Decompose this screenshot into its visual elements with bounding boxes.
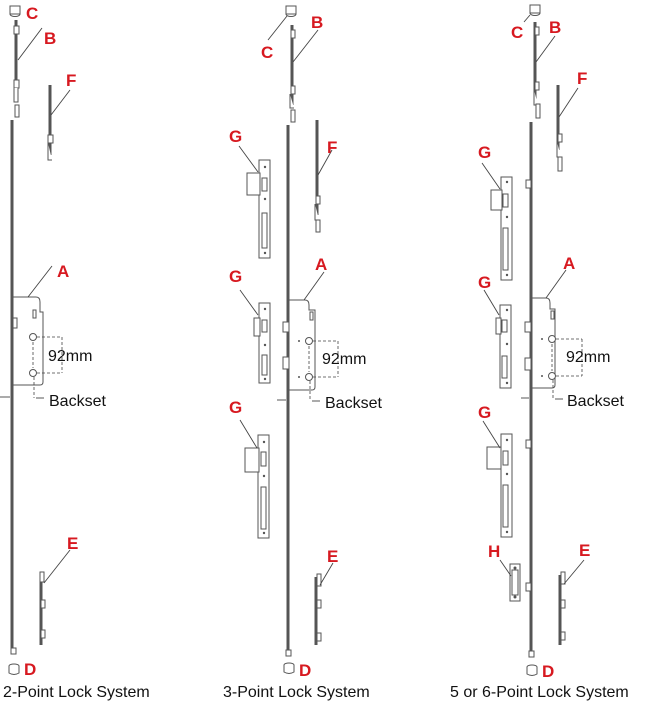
label-d: D	[24, 660, 36, 679]
strike-g3	[244, 434, 270, 539]
backset-label: Backset	[325, 395, 382, 412]
label-c: C	[261, 43, 273, 62]
label-c: C	[26, 4, 38, 23]
label-b: B	[44, 29, 56, 48]
dimension-92mm: 92mm	[48, 348, 92, 365]
label-b: B	[311, 13, 323, 32]
label-e: E	[579, 541, 590, 560]
rod-f	[314, 120, 321, 233]
rod-e	[314, 573, 322, 645]
label-g: G	[478, 403, 491, 422]
strike-g2	[253, 302, 271, 384]
cap-c-icon	[285, 5, 297, 17]
label-e: E	[327, 547, 338, 566]
strike-g2	[495, 304, 512, 389]
dimension-92mm: 92mm	[322, 351, 366, 368]
label-b: B	[549, 18, 561, 37]
rod-f	[47, 85, 54, 161]
label-g: G	[229, 398, 242, 417]
cap-d-icon	[8, 663, 20, 675]
backset-label: Backset	[567, 393, 624, 410]
label-e: E	[67, 534, 78, 553]
rod-e	[39, 571, 46, 645]
cap-d-icon	[283, 662, 295, 674]
label-g: G	[229, 267, 242, 286]
rod-b	[533, 22, 541, 119]
caption-5-6-point: 5 or 6-Point Lock System	[450, 684, 629, 701]
label-a: A	[315, 255, 327, 274]
panel-5-6-point: C B F G	[450, 4, 629, 701]
label-h: H	[488, 542, 500, 561]
rod-e	[558, 571, 566, 645]
label-f: F	[66, 71, 76, 90]
keep-h	[509, 563, 521, 602]
panel-3-point: C B F G	[223, 5, 382, 701]
label-g: G	[229, 127, 242, 146]
label-a: A	[563, 254, 575, 273]
label-a: A	[57, 262, 69, 281]
label-d: D	[542, 662, 554, 681]
panel-2-point: C B F	[0, 4, 150, 701]
strike-g3	[486, 433, 513, 538]
backset-label: Backset	[49, 393, 106, 410]
cap-c-icon	[529, 4, 541, 16]
gearbox-a	[282, 299, 339, 402]
label-c: C	[511, 23, 523, 42]
label-f: F	[327, 138, 337, 157]
cap-d-icon	[526, 664, 538, 676]
label-g: G	[478, 273, 491, 292]
dimension-92mm: 92mm	[566, 349, 610, 366]
label-f: F	[577, 69, 587, 88]
strike-g1	[246, 159, 271, 259]
caption-3-point: 3-Point Lock System	[223, 684, 370, 701]
gearbox-a	[524, 297, 583, 400]
cap-c-icon	[9, 5, 21, 17]
gearbox-a	[12, 296, 63, 399]
label-d: D	[299, 661, 311, 680]
label-g: G	[478, 143, 491, 162]
rod-b	[13, 20, 20, 118]
rod-b	[289, 25, 296, 123]
rod-f	[556, 85, 563, 172]
strike-g1	[490, 176, 513, 281]
caption-2-point: 2-Point Lock System	[3, 684, 150, 701]
